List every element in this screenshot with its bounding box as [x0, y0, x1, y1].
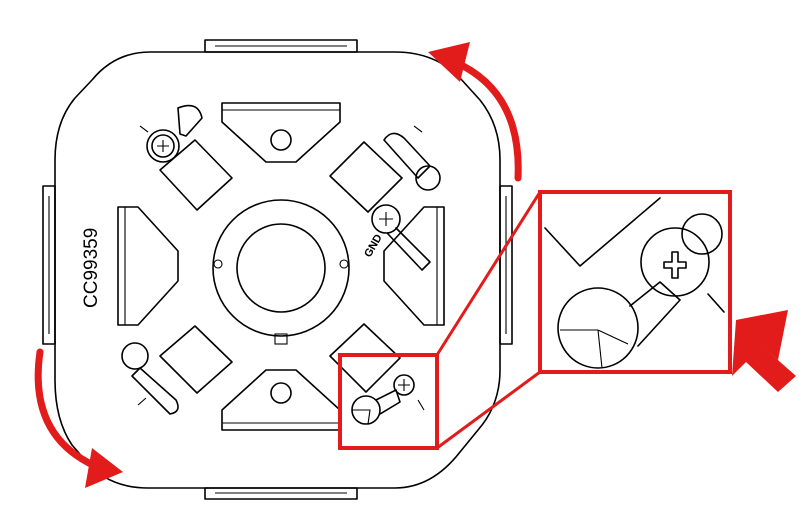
- left-tab: [42, 185, 56, 345]
- top-boss: [221, 102, 341, 163]
- highlight-box-small: [338, 353, 439, 450]
- model-code-label: CC99359: [81, 228, 102, 308]
- gnd-label: GND: [362, 232, 385, 259]
- left-boss: [117, 206, 179, 326]
- zoom-inset: [538, 190, 732, 374]
- center-hub: [212, 199, 350, 345]
- keyhole-bottom-left: [121, 342, 179, 415]
- right-boss: [383, 206, 445, 326]
- octagonal-plate: [42, 39, 513, 500]
- top-tab: [204, 39, 358, 53]
- bottom-tab: [204, 487, 358, 500]
- diagonal-blocks: [159, 139, 403, 394]
- bottom-boss: [221, 369, 341, 431]
- keyhole-top-right: [383, 125, 441, 191]
- zoom-connectors: [435, 191, 542, 450]
- rotate-counterclockwise-arrow: [428, 42, 522, 182]
- rotate-arrow: [34, 348, 123, 488]
- right-tab: [499, 185, 513, 345]
- keyhole-top-left: [139, 104, 203, 163]
- pointer-arrow: [732, 310, 796, 392]
- phillips-screw-icon: [151, 134, 175, 158]
